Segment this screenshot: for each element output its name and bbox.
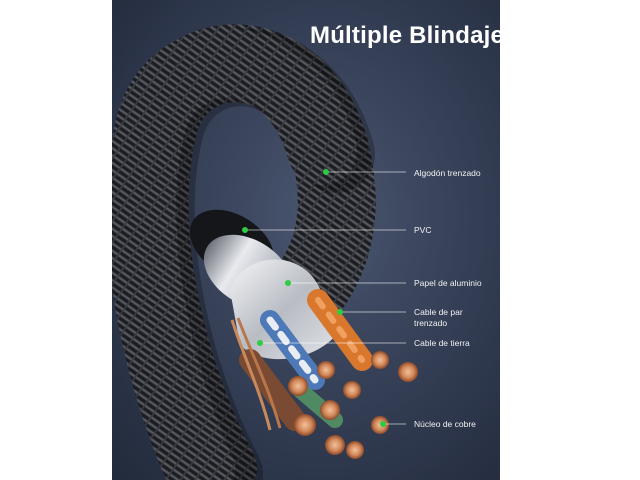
label-cotton: Algodón trenzado bbox=[414, 168, 481, 178]
pointer-dot bbox=[285, 280, 291, 286]
brown-wire bbox=[239, 349, 306, 431]
label-twisted-line2: trenzado bbox=[414, 318, 448, 328]
copper-core bbox=[371, 351, 389, 369]
label-twisted-line1: Cable de par bbox=[414, 307, 463, 317]
ground-wire-strands bbox=[230, 319, 272, 431]
page-title: Múltiple Blindaje bbox=[310, 22, 505, 49]
label-pvc: PVC bbox=[414, 225, 432, 235]
pointer-dot bbox=[337, 309, 343, 315]
pointer-dot bbox=[323, 169, 329, 175]
label-foil: Papel de aluminio bbox=[414, 278, 482, 288]
pointer-dot bbox=[257, 340, 263, 346]
label-twisted-pair: Cable de par trenzado bbox=[414, 307, 463, 329]
pointer-dot bbox=[242, 227, 248, 233]
label-ground: Cable de tierra bbox=[414, 338, 470, 348]
pointer-dot bbox=[380, 421, 386, 427]
aluminium-foil bbox=[230, 259, 340, 360]
label-copper: Núcleo de cobre bbox=[414, 419, 476, 429]
